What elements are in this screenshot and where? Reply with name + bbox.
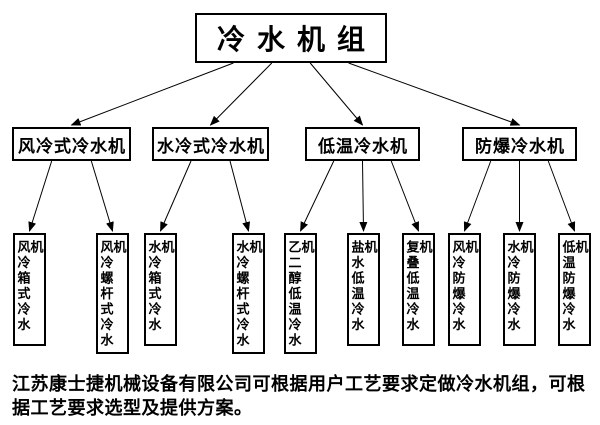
edge-line: [209, 62, 273, 126]
edge-line: [463, 160, 492, 232]
node-label: 冷水机组: [216, 25, 377, 56]
edge-line: [309, 62, 364, 126]
edge-line: [229, 160, 251, 232]
node-water-cooled-screw-chiller: 水冷螺杆式冷水机: [232, 233, 265, 354]
node-air-cooled-chiller: 风冷式冷水机: [12, 127, 131, 161]
node-label: 水冷防爆冷水机: [505, 240, 534, 333]
node-water-cooled-explosion-proof-chiller: 水冷防爆冷水机: [503, 233, 536, 346]
node-water-cooled-chiller: 水冷式冷水机: [152, 127, 269, 161]
node-low-temp-explosion-proof-chiller: 低温防爆冷水机: [558, 233, 591, 346]
node-air-cooled-box-chiller: 风冷箱式冷水机: [13, 233, 46, 346]
edge-line: [90, 160, 114, 232]
node-label: 风冷螺杆式冷水机: [98, 240, 127, 349]
node-glycol-low-temp-chiller: 乙二醇低温冷水机: [284, 233, 317, 354]
node-chiller-unit-root: 冷水机组: [195, 13, 387, 63]
node-air-cooled-explosion-proof-chiller: 风冷防爆冷水机: [448, 233, 481, 346]
node-label: 水冷螺杆式冷水机: [234, 240, 263, 349]
node-label: 水冷式冷水机: [157, 136, 265, 156]
node-label: 风冷防爆冷水机: [450, 240, 479, 333]
node-explosion-proof-chiller: 防爆冷水机: [462, 127, 577, 161]
edge-line: [359, 160, 368, 232]
edge-line: [547, 160, 576, 232]
node-label: 水冷箱式冷水机: [146, 240, 175, 333]
node-label: 复叠低温冷水机: [404, 240, 433, 333]
footer-note: 江苏康士捷机械设备有限公司可根据用户工艺要求定做冷水机组，可根据工艺要求选型及提…: [12, 374, 586, 418]
node-label: 乙二醇低温冷水机: [286, 240, 315, 349]
node-label: 防爆冷水机: [475, 136, 565, 156]
node-label: 低温防爆冷水机: [560, 240, 589, 333]
node-label: 盐水低温冷水机: [349, 240, 378, 333]
edge-line: [70, 62, 234, 126]
edge-line: [160, 160, 192, 232]
node-water-cooled-box-chiller: 水冷箱式冷水机: [144, 233, 177, 346]
node-cascade-low-temp-chiller: 复叠低温冷水机: [402, 233, 435, 346]
node-label: 低温冷水机: [318, 136, 408, 156]
node-brine-low-temp-chiller: 盐水低温冷水机: [347, 233, 380, 346]
node-label: 风冷式冷水机: [18, 136, 126, 156]
edge-line: [348, 62, 521, 126]
node-label: 风冷箱式冷水机: [15, 240, 44, 333]
edge-line: [390, 160, 419, 232]
node-low-temp-chiller: 低温冷水机: [305, 127, 420, 161]
edge-line: [300, 160, 335, 232]
edge-line: [28, 160, 53, 232]
node-air-cooled-screw-chiller: 风冷螺杆式冷水机: [96, 233, 129, 354]
